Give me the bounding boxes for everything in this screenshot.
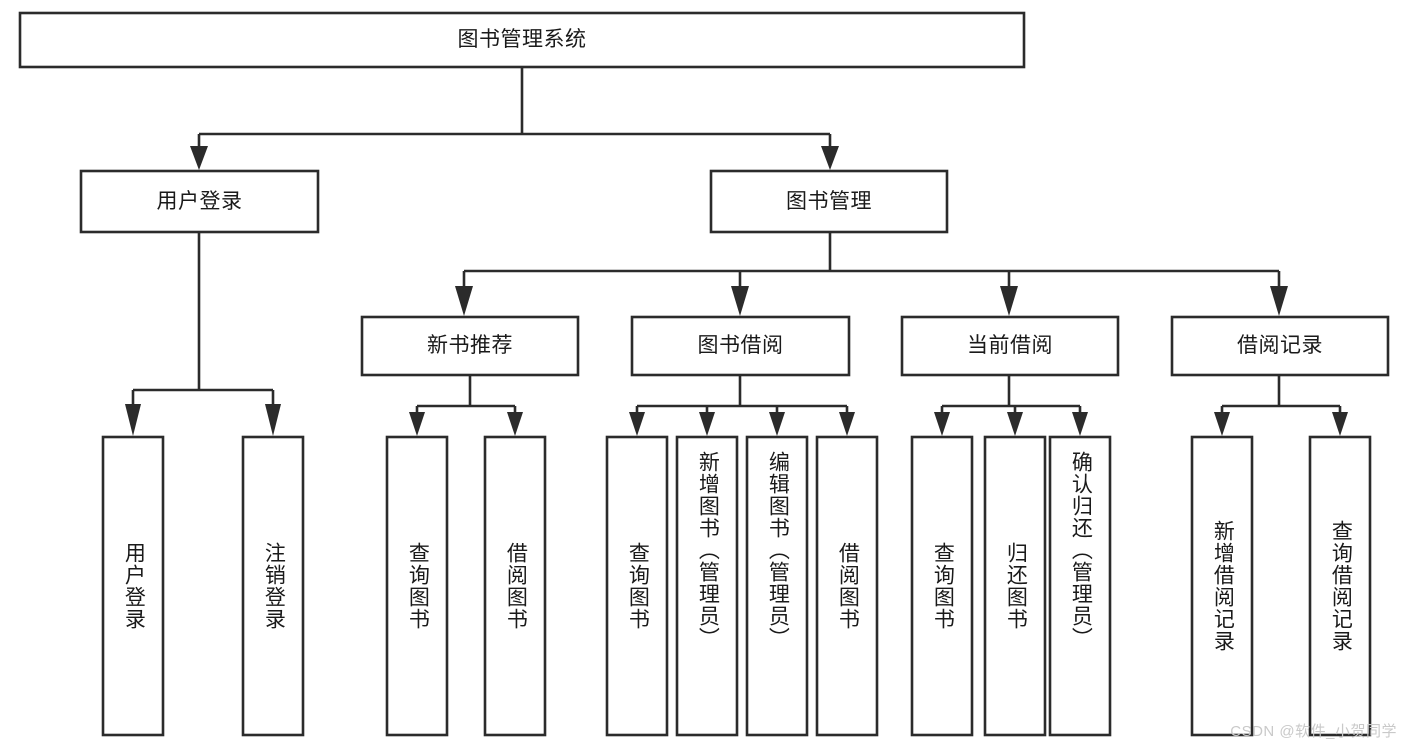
node-label-borrow-record: 借阅记录 (1237, 334, 1323, 358)
node-label-root: 图书管理系统 (457, 28, 587, 52)
node-rect-root (18, 11, 1026, 69)
arrowhead-leaf-user-logout (265, 404, 281, 436)
node-rect-leaf-add-record (1190, 435, 1254, 737)
watermark-text: CSDN @软件_小贺同学 (1230, 723, 1397, 740)
arrowhead-leaf-query-book-1 (409, 412, 425, 436)
node-label-leaf-query-book-3: 查询图书 (931, 542, 955, 630)
node-new-book-recommend[interactable]: 新书推荐 (362, 317, 578, 375)
arrowhead-leaf-add-record (1214, 412, 1230, 436)
arrowhead-user-login (190, 146, 208, 170)
arrowhead-borrow-record (1270, 286, 1288, 316)
node-label-book-manage: 图书管理 (786, 189, 872, 213)
arrowhead-leaf-borrow-book-1 (507, 412, 523, 436)
arrowhead-leaf-query-book-3 (934, 412, 950, 436)
node-leaf-borrow-book-1[interactable]: 借阅图书 (485, 437, 545, 735)
node-leaf-query-book-3[interactable]: 查询图书 (912, 437, 972, 735)
node-borrow-record[interactable]: 借阅记录 (1172, 317, 1388, 375)
node-label-new-book-recommend: 新书推荐 (427, 334, 513, 358)
node-rect-leaf-borrow-book-1 (483, 435, 547, 737)
node-leaf-query-record[interactable]: 查询借阅记录 (1310, 437, 1370, 735)
arrowhead-book-manage (821, 146, 839, 170)
node-rect-leaf-confirm-return (1048, 435, 1112, 737)
node-label-leaf-add-record: 新增借阅记录 (1211, 520, 1235, 652)
node-rect-new-book-recommend (360, 315, 580, 377)
node-rect-leaf-query-record (1308, 435, 1372, 737)
arrowhead-leaf-confirm-return (1072, 412, 1088, 436)
node-rect-book-manage (709, 169, 949, 234)
node-label-leaf-user-login: 用户登录 (122, 542, 146, 630)
arrowhead-leaf-query-record (1332, 412, 1348, 436)
arrowhead-leaf-return-book (1007, 412, 1023, 436)
node-label-leaf-return-book: 归还图书 (1004, 542, 1028, 630)
node-label-leaf-confirm-return: 确认归还（管理员） (1069, 451, 1093, 649)
node-rect-leaf-return-book (983, 435, 1047, 737)
node-rect-user-login (79, 169, 320, 234)
node-rect-leaf-add-book (675, 435, 739, 737)
node-rect-leaf-query-book-1 (385, 435, 449, 737)
node-book-manage[interactable]: 图书管理 (711, 171, 947, 232)
node-leaf-borrow-book-2[interactable]: 借阅图书 (817, 437, 877, 735)
arrowhead-leaf-user-login (125, 404, 141, 436)
node-label-leaf-query-book-2: 查询图书 (626, 542, 650, 630)
arrowhead-leaf-edit-book (769, 412, 785, 436)
node-label-leaf-borrow-book-1: 借阅图书 (504, 542, 528, 630)
node-root[interactable]: 图书管理系统 (20, 13, 1024, 67)
node-label-user-login: 用户登录 (156, 189, 243, 213)
node-label-current-borrow: 当前借阅 (967, 334, 1053, 358)
node-label-leaf-add-book: 新增图书（管理员） (696, 451, 720, 649)
node-rect-current-borrow (900, 315, 1120, 377)
node-rect-leaf-user-logout (241, 435, 305, 737)
node-user-login[interactable]: 用户登录 (81, 171, 318, 232)
node-rect-leaf-query-book-3 (910, 435, 974, 737)
node-rect-leaf-borrow-book-2 (815, 435, 879, 737)
arrowhead-leaf-add-book (699, 412, 715, 436)
node-label-leaf-user-logout: 注销登录 (262, 542, 286, 630)
node-leaf-user-login[interactable]: 用户登录 (103, 437, 163, 735)
arrowhead-current-borrow (1000, 286, 1018, 316)
node-rect-leaf-user-login (101, 435, 165, 737)
node-label-leaf-query-book-1: 查询图书 (406, 542, 430, 630)
node-leaf-confirm-return[interactable]: 确认归还（管理员） (1050, 437, 1110, 735)
node-label-book-borrow: 图书借阅 (697, 334, 784, 358)
arrowhead-leaf-borrow-book-2 (839, 412, 855, 436)
node-leaf-add-book[interactable]: 新增图书（管理员） (677, 437, 737, 735)
node-leaf-query-book-2[interactable]: 查询图书 (607, 437, 667, 735)
node-rect-book-borrow (630, 315, 851, 377)
arrowhead-book-borrow (731, 286, 749, 316)
node-leaf-query-book-1[interactable]: 查询图书 (387, 437, 447, 735)
node-leaf-return-book[interactable]: 归还图书 (985, 437, 1045, 735)
node-rect-leaf-query-book-2 (605, 435, 669, 737)
node-leaf-edit-book[interactable]: 编辑图书（管理员） (747, 437, 807, 735)
arrowhead-new-book-recommend (455, 286, 473, 316)
node-label-leaf-query-record: 查询借阅记录 (1329, 520, 1353, 652)
node-current-borrow[interactable]: 当前借阅 (902, 317, 1118, 375)
node-label-leaf-borrow-book-2: 借阅图书 (836, 542, 860, 630)
arrowhead-leaf-query-book-2 (629, 412, 645, 436)
node-rect-leaf-edit-book (745, 435, 809, 737)
node-label-leaf-edit-book: 编辑图书（管理员） (766, 451, 790, 649)
node-leaf-user-logout[interactable]: 注销登录 (243, 437, 303, 735)
node-book-borrow[interactable]: 图书借阅 (632, 317, 849, 375)
node-leaf-add-record[interactable]: 新增借阅记录 (1192, 437, 1252, 735)
